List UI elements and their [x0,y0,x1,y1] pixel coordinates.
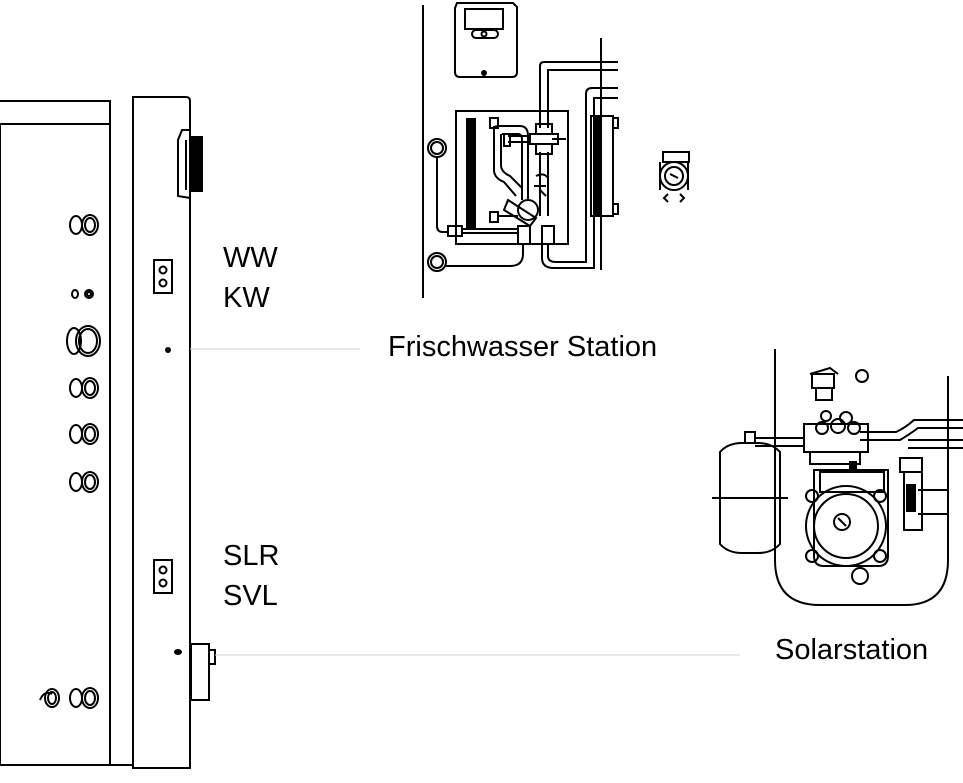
fresh-water-station [422,2,690,298]
sensor-dot-lower [174,649,182,655]
label-fresh-water-station: Frischwasser Station [388,331,658,363]
solar-station [712,349,963,606]
port-1 [69,214,99,236]
bottom-valve [190,643,216,701]
tank-ports [39,214,101,709]
jacket-handle [177,129,203,199]
circulation-pump [805,461,889,585]
label-solar-station: Solarstation [775,634,929,666]
small-pump [659,151,690,203]
port-7 [39,687,99,709]
connector-block-slr-svl [153,559,173,594]
port-5 [69,423,99,445]
ball-valve [899,457,948,531]
safety-valve [803,366,869,465]
sensor-dot-upper [165,347,171,353]
label-svl: SVL [223,580,278,612]
storage-tank [0,96,191,769]
port-6 [69,471,99,493]
port-4 [69,377,99,399]
label-kw: KW [223,282,270,314]
connector-block-ww-kw [153,259,173,294]
port-3 [66,325,101,357]
label-slr: SLR [223,540,280,572]
expansion-vessel [712,431,788,554]
label-ww: WW [223,242,278,274]
port-2 [71,289,94,299]
controller-unit [454,2,518,78]
